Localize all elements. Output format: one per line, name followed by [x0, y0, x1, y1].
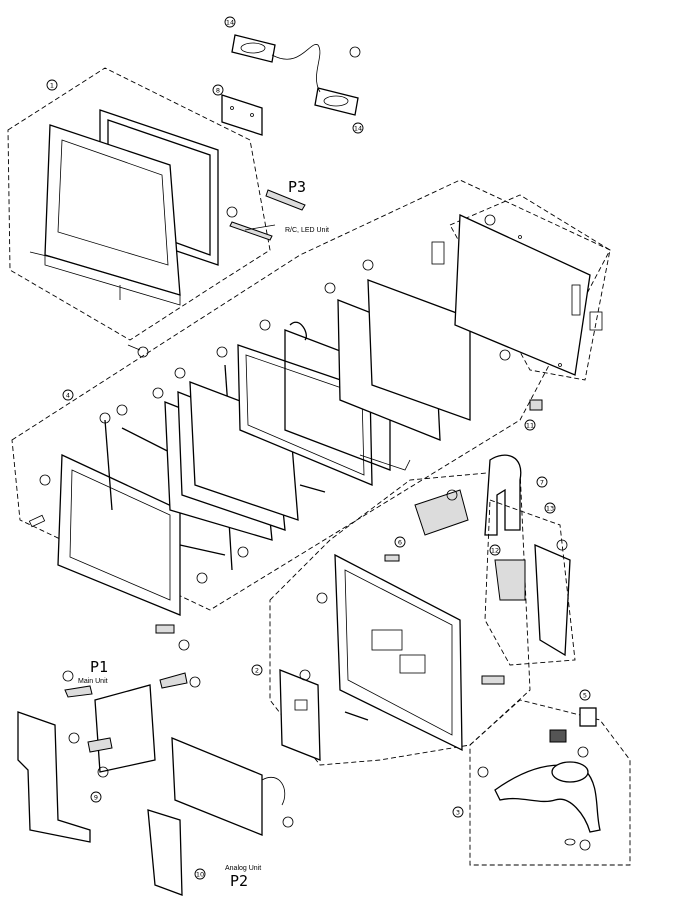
callout-8: 8 — [212, 84, 224, 96]
stand-group — [469, 699, 631, 866]
flex-cable — [159, 672, 188, 689]
svg-text:14: 14 — [354, 125, 362, 133]
rear-cabinet-inner — [344, 569, 453, 736]
svg-text:6: 6 — [398, 539, 402, 547]
lamp-wire — [289, 321, 307, 341]
lamp-lead — [359, 454, 411, 471]
stand-hub — [551, 761, 589, 783]
screw — [127, 344, 141, 351]
svg-text:12: 12 — [491, 547, 499, 555]
control-board — [414, 489, 469, 536]
main-unit-label: Main Unit — [78, 678, 108, 685]
callout-14-bottom: 14 — [352, 122, 364, 134]
callout-7: 7 — [536, 476, 548, 488]
leader — [244, 224, 276, 231]
panel-front-frame — [57, 453, 181, 616]
rc-led-board — [265, 189, 306, 211]
analog-unit-label: Analog Unit — [225, 865, 261, 872]
callout-13: 13 — [544, 502, 556, 514]
callout-6: 6 — [394, 536, 406, 548]
strip — [104, 419, 113, 511]
rear-chassis — [454, 214, 591, 376]
callout-1: 1 — [46, 79, 58, 91]
neck-bracket — [484, 454, 522, 536]
svg-text:4: 4 — [66, 392, 70, 400]
analog-board — [171, 737, 263, 836]
speaker-left — [231, 34, 276, 63]
speaker-right — [314, 87, 359, 116]
svg-text:13: 13 — [546, 505, 554, 513]
callout-14-top: 14 — [224, 16, 236, 28]
front-bezel-bottom — [44, 254, 181, 306]
strip — [179, 544, 226, 556]
main-connector — [64, 685, 93, 698]
ribbon-connector — [87, 737, 113, 753]
callout-12: 12 — [489, 544, 501, 556]
hinge-cover — [579, 707, 597, 727]
main-unit-group: P1 Main Unit — [17, 658, 188, 843]
svg-text:9: 9 — [94, 794, 98, 802]
rear-cabinet-group — [269, 454, 576, 766]
lcd-panel-group — [11, 179, 611, 634]
clip — [344, 711, 369, 721]
rc-led-unit-label: R/C, LED Unit — [285, 227, 329, 234]
callout-9: 9 — [90, 791, 102, 803]
svg-text:14: 14 — [226, 19, 234, 27]
rear-sheet — [367, 279, 471, 421]
p2-label: P2 — [230, 872, 248, 890]
shield-plate — [494, 559, 526, 601]
minor-callouts — [39, 46, 591, 851]
hinge — [549, 729, 567, 743]
clip — [29, 251, 56, 259]
side-cover — [534, 543, 571, 657]
strip — [299, 484, 326, 493]
front-bezel-window — [57, 139, 169, 266]
analog-wire — [261, 777, 286, 806]
main-board — [94, 684, 156, 773]
callout-10: 10 — [194, 868, 206, 880]
svg-text:5: 5 — [583, 692, 587, 700]
callout-5: 5 — [579, 689, 591, 701]
callout-11: 11 — [524, 419, 536, 431]
svg-text:1: 1 — [50, 82, 54, 90]
rc-led-strip — [229, 221, 273, 241]
analog-bracket — [147, 809, 183, 896]
svg-text:8: 8 — [216, 87, 220, 95]
svg-text:11: 11 — [526, 422, 534, 430]
callout-2: 2 — [251, 664, 263, 676]
p1-label: P1 — [90, 658, 108, 676]
light-guide-inner — [245, 354, 365, 476]
svg-text:7: 7 — [540, 479, 544, 487]
rear-cabinet — [334, 553, 463, 752]
panel-front-window — [69, 469, 171, 601]
callout-4: 4 — [62, 389, 74, 401]
speaker-group — [231, 34, 359, 116]
io-panel — [279, 669, 321, 761]
svg-text:10: 10 — [196, 871, 204, 879]
p3-label: P3 — [288, 178, 306, 196]
svg-text:2: 2 — [255, 667, 259, 675]
svg-text:3: 3 — [456, 809, 460, 817]
side-boundary — [484, 499, 576, 666]
bracket-8 — [221, 94, 263, 136]
analog-unit-group: Analog Unit P2 — [147, 737, 286, 896]
group-3-boundary — [469, 699, 631, 866]
main-shield-bracket — [17, 711, 91, 843]
speaker-wire — [271, 44, 321, 93]
callout-3: 3 — [452, 806, 464, 818]
front-bezel-group: R/C, LED Unit P3 — [7, 67, 329, 351]
